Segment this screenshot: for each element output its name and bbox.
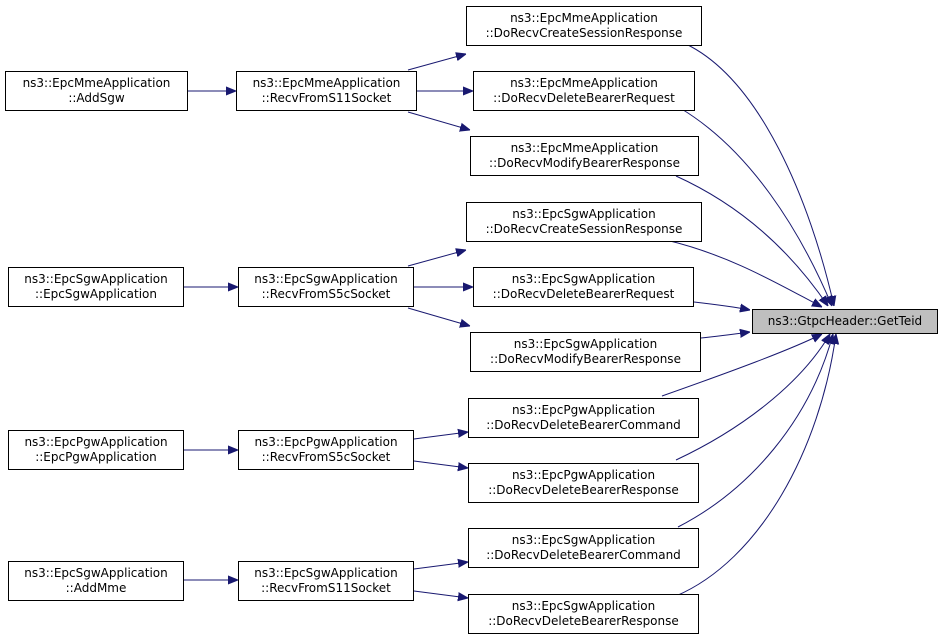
node-mme-deletebearerrequest[interactable]: ns3::EpcMmeApplication ::DoRecvDeleteBea… <box>473 71 695 111</box>
edge-mme-recv-to-create <box>407 54 466 71</box>
node-pgw-deletebearercommand[interactable]: ns3::EpcPgwApplication ::DoRecvDeleteBea… <box>468 398 699 438</box>
edge-pgw-recv5-to-delresp <box>413 460 468 468</box>
edge-sgw-delresp-to-target <box>675 334 836 597</box>
edge-sgw-delcmd-to-target <box>677 334 833 528</box>
node-pgw-deletebearerresponse[interactable]: ns3::EpcPgwApplication ::DoRecvDeleteBea… <box>468 463 699 503</box>
node-label: ::RecvFromS5cSocket <box>261 450 391 464</box>
node-mme-addsgw[interactable]: ns3::EpcMmeApplication ::AddSgw <box>5 71 188 111</box>
edge-mme-delreq-to-target <box>679 107 832 306</box>
node-label: ns3::EpcMmeApplication <box>22 76 171 90</box>
node-label: ::RecvFromS5cSocket <box>261 287 391 301</box>
node-sgw-deletebearercommand[interactable]: ns3::EpcSgwApplication ::DoRecvDeleteBea… <box>468 528 699 568</box>
node-label: ns3::EpcPgwApplication <box>511 468 656 482</box>
edge-sgw-create-to-target <box>665 239 822 307</box>
node-label: ::DoRecvModifyBearerResponse <box>490 352 681 366</box>
node-label: ::RecvFromS11Socket <box>261 91 392 105</box>
node-label: ::DoRecvCreateSessionResponse <box>485 222 683 236</box>
edge-pgw-recv5-to-delcmd <box>413 432 468 440</box>
node-mme-recvfroms11socket[interactable]: ns3::EpcMmeApplication ::RecvFromS11Sock… <box>236 71 417 111</box>
edge-sgw-recv11-to-delcmd <box>413 562 468 570</box>
node-label: ::RecvFromS11Socket <box>261 581 391 595</box>
target-node-gettied: ns3::GtpcHeader::GetTeid <box>752 309 938 334</box>
node-label: ::DoRecvDeleteBearerResponse <box>488 483 679 497</box>
edge-sgw-recv11-to-delresp <box>413 590 468 598</box>
edge-mme-modify-to-target <box>675 175 828 306</box>
node-label: ns3::EpcPgwApplication <box>24 435 168 449</box>
node-label: ns3::EpcSgwApplication <box>513 337 658 351</box>
edge-pgw-delcmd-to-target <box>661 334 822 397</box>
node-label: ns3::EpcSgwApplication <box>511 272 656 286</box>
node-label: ns3::EpcMmeApplication <box>510 76 658 90</box>
node-label: ::DoRecvDeleteBearerRequest <box>492 287 675 301</box>
edge-sgw-delreq-to-target <box>693 301 750 310</box>
edge-sgw-recv5-to-modify <box>407 307 470 326</box>
node-sgw-createsessionresponse[interactable]: ns3::EpcSgwApplication ::DoRecvCreateSes… <box>466 202 702 242</box>
node-label: ::DoRecvDeleteBearerCommand <box>486 418 681 432</box>
node-label: ::AddMme <box>65 581 127 595</box>
edge-mme-recv-to-modify <box>407 111 470 130</box>
node-label: ns3::EpcMmeApplication <box>510 11 658 25</box>
node-label: ::DoRecvCreateSessionResponse <box>485 26 683 40</box>
node-label: ::EpcPgwApplication <box>35 450 157 464</box>
node-sgw-deletebearerresponse[interactable]: ns3::EpcSgwApplication ::DoRecvDeleteBea… <box>468 594 699 634</box>
node-label: ns3::EpcSgwApplication <box>511 533 656 547</box>
node-sgw-addmme[interactable]: ns3::EpcSgwApplication ::AddMme <box>8 561 184 601</box>
node-label: ::DoRecvDeleteBearerCommand <box>486 548 681 562</box>
node-label: ns3::EpcMmeApplication <box>510 141 659 155</box>
node-sgw-modifybearerresponse[interactable]: ns3::EpcSgwApplication ::DoRecvModifyBea… <box>470 332 701 372</box>
node-label: ns3::GtpcHeader::GetTeid <box>767 314 923 328</box>
node-label: ::EpcSgwApplication <box>35 287 157 301</box>
node-label: ns3::EpcPgwApplication <box>511 403 656 417</box>
node-label: ns3::EpcSgwApplication <box>512 207 656 221</box>
edge-mme-create-to-target <box>685 43 834 306</box>
node-mme-modifybearerresponse[interactable]: ns3::EpcMmeApplication ::DoRecvModifyBea… <box>470 136 699 176</box>
edge-sgw-modify-to-target <box>700 332 750 339</box>
node-label: ns3::EpcSgwApplication <box>254 272 398 286</box>
node-pgw-recvfroms5csocket[interactable]: ns3::EpcPgwApplication ::RecvFromS5cSock… <box>238 430 414 470</box>
edge-sgw-recv5-to-create <box>407 250 466 267</box>
node-label: ::DoRecvModifyBearerResponse <box>489 156 680 170</box>
node-sgw-recvfroms5csocket[interactable]: ns3::EpcSgwApplication ::RecvFromS5cSock… <box>238 267 414 307</box>
node-label: ::DoRecvDeleteBearerRequest <box>493 91 675 105</box>
node-label: ns3::EpcMmeApplication <box>252 76 401 90</box>
node-label: ns3::EpcSgwApplication <box>24 272 168 286</box>
node-label: ::AddSgw <box>68 91 125 105</box>
node-sgw-epcsgwapplication[interactable]: ns3::EpcSgwApplication ::EpcSgwApplicati… <box>8 267 184 307</box>
edge-pgw-delresp-to-target <box>675 334 830 461</box>
node-label: ns3::EpcSgwApplication <box>254 566 398 580</box>
node-label: ns3::EpcSgwApplication <box>24 566 168 580</box>
node-label: ::DoRecvDeleteBearerResponse <box>488 614 679 628</box>
node-label: ns3::EpcSgwApplication <box>511 599 656 613</box>
node-label: ns3::EpcPgwApplication <box>254 435 398 449</box>
node-mme-createsessionresponse[interactable]: ns3::EpcMmeApplication ::DoRecvCreateSes… <box>466 6 702 46</box>
node-sgw-recvfroms11socket[interactable]: ns3::EpcSgwApplication ::RecvFromS11Sock… <box>238 561 414 601</box>
node-sgw-deletebearerrequest[interactable]: ns3::EpcSgwApplication ::DoRecvDeleteBea… <box>473 267 694 307</box>
node-pgw-epcpgwapplication[interactable]: ns3::EpcPgwApplication ::EpcPgwApplicati… <box>8 430 184 470</box>
